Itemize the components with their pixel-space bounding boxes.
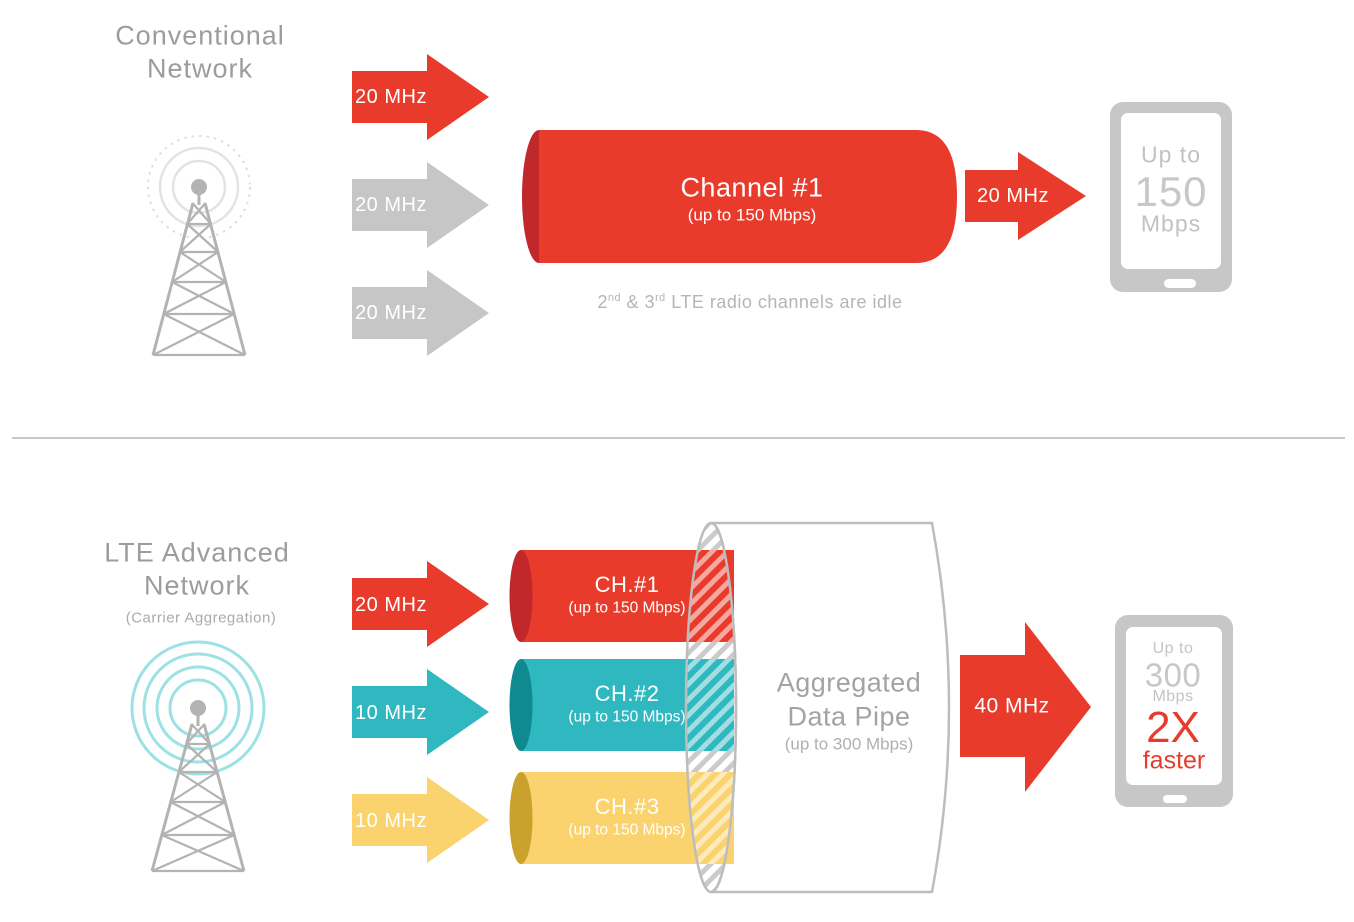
advanced-output-arrow-label: 40 MHz — [974, 694, 1050, 718]
pipe-ends-hatch-overlay — [687, 550, 735, 864]
advanced-radio-waves-icon — [130, 640, 266, 776]
idle-note-part: LTE radio channels are idle — [665, 292, 903, 312]
conventional-input-arrow-2 — [352, 162, 489, 248]
advanced-title-line2: Network — [143, 570, 251, 601]
ch3-pipe-title: CH.#3 — [594, 794, 660, 819]
conventional-cell-tower-icon — [151, 179, 247, 357]
aggregated-pipe-capacity: (up to 300 Mbps) — [784, 734, 914, 754]
advanced-arrow-label-3: 10 MHz — [355, 810, 427, 832]
idle-channels-note: 2nd & 3rd LTE radio channels are idle — [598, 293, 903, 311]
conventional-phone-prefix: Up to — [1141, 141, 1201, 168]
aggregated-pipe-title-line2: Data Pipe — [787, 701, 911, 732]
idle-note-part: 2 — [597, 292, 609, 312]
conventional-arrow-label-1: 20 MHz — [355, 86, 427, 108]
advanced-phone-multiplier: 2X — [1146, 703, 1200, 752]
advanced-arrow-label-1: 20 MHz — [355, 594, 427, 616]
ch2-pipe-title: CH.#2 — [594, 681, 660, 706]
conventional-arrow-label-3: 20 MHz — [355, 302, 427, 324]
advanced-phone-unit: Mbps — [1152, 688, 1194, 705]
ch1-pipe-capacity: (up to 150 Mbps) — [568, 599, 686, 617]
channel-1-pipe — [522, 130, 957, 263]
conventional-phone-unit: Mbps — [1140, 210, 1202, 237]
channel-pipe-title: Channel #1 — [680, 172, 824, 203]
conventional-arrow-label-2: 20 MHz — [355, 194, 427, 216]
idle-note-superscript: nd — [608, 292, 622, 304]
advanced-output-arrow — [960, 622, 1091, 792]
advanced-phone-speed: 300 — [1144, 656, 1202, 694]
advanced-input-arrow-2 — [352, 669, 489, 755]
advanced-cell-tower-icon — [150, 700, 246, 873]
advanced-phone-icon — [1115, 615, 1233, 807]
idle-note-superscript: rd — [655, 292, 666, 304]
conventional-phone-icon — [1110, 102, 1232, 292]
advanced-arrow-label-2: 10 MHz — [355, 702, 427, 724]
ch2-pipe-capacity: (up to 150 Mbps) — [568, 708, 686, 726]
conventional-output-arrow — [965, 152, 1086, 240]
advanced-input-arrow-1 — [352, 561, 489, 647]
conventional-input-arrow-3 — [352, 270, 489, 356]
aggregated-pipe-opening-outline — [684, 521, 738, 894]
advanced-phone-multiplier-label: faster — [1142, 746, 1206, 775]
conventional-phone-speed: 150 — [1134, 168, 1208, 215]
conventional-title-line2: Network — [146, 53, 254, 84]
ch1-pipe-title: CH.#1 — [594, 572, 660, 597]
ch3-pipe-capacity: (up to 150 Mbps) — [568, 821, 686, 839]
channel-pipe-capacity: (up to 150 Mbps) — [687, 205, 817, 225]
advanced-input-arrow-3 — [352, 777, 489, 863]
conventional-radio-waves-icon — [147, 135, 251, 239]
idle-note-part: & 3 — [621, 292, 656, 312]
conventional-output-arrow-label: 20 MHz — [977, 185, 1049, 207]
conventional-title-line1: Conventional — [115, 20, 285, 51]
advanced-title-line1: LTE Advanced — [104, 537, 290, 568]
advanced-subtitle: (Carrier Aggregation) — [125, 609, 277, 627]
aggregated-pipe-title-line1: Aggregated — [776, 667, 922, 698]
conventional-input-arrow-1 — [352, 54, 489, 140]
advanced-phone-prefix: Up to — [1152, 640, 1194, 657]
